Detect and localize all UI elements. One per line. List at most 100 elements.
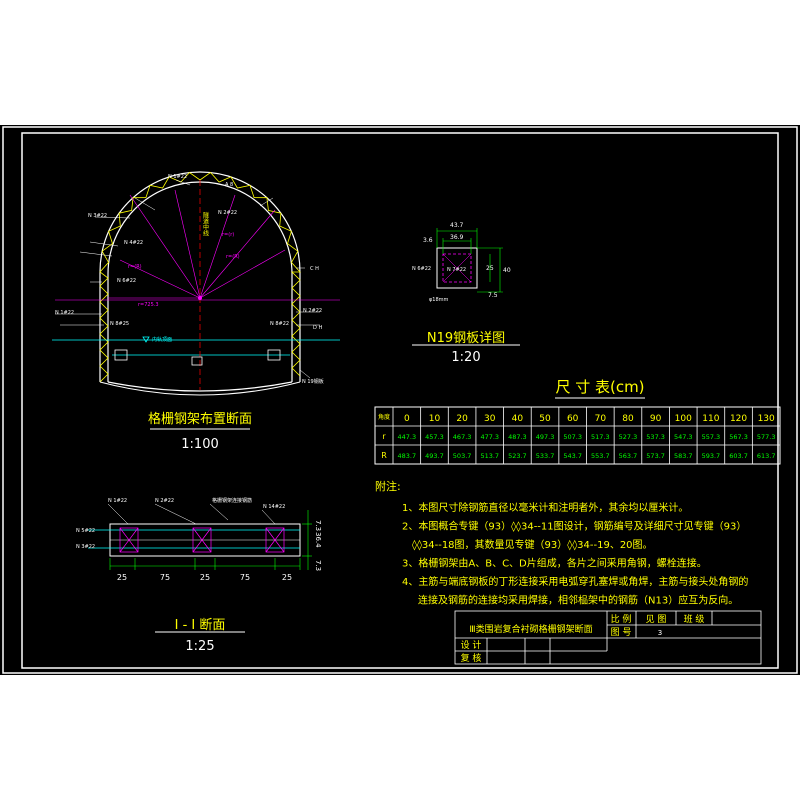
size-table-cell: 547.3 bbox=[674, 433, 693, 441]
plate-label-in: N 7#22 bbox=[447, 267, 466, 273]
label-left-low2: N 8#25 bbox=[110, 321, 129, 327]
outer-frame bbox=[2, 126, 798, 674]
size-table-cell: 583.7 bbox=[674, 452, 693, 460]
plate-detail-title: N19钢板详图 bbox=[427, 331, 505, 346]
section-ii-dim-right-top: 7.3 bbox=[314, 520, 322, 531]
size-table-cell: 613.7 bbox=[757, 452, 776, 460]
tunnel-section-scale: 1:100 bbox=[181, 437, 218, 452]
section-ii-right-dims: 7.3 36.4 7.3 bbox=[314, 520, 322, 571]
tunnel-labels: N 1#22 A 8 N 3#22 N 2#22 N 4#22 N 6#22 N… bbox=[55, 174, 324, 385]
section-ii-scale: 1:25 bbox=[185, 639, 214, 654]
size-table-col-header: 30 bbox=[484, 414, 496, 424]
section-ii-label-5: N 5#22 bbox=[76, 528, 95, 534]
label-left-mid1: N 4#22 bbox=[124, 240, 143, 246]
section-ii-dim-1: 25 bbox=[117, 573, 127, 582]
title-block-scale-label: 比 例 bbox=[611, 613, 632, 625]
title-block-text: Ⅲ类围岩复合衬砌格栅钢架断面 比 例 见 图 班 级 图 号 3 设 计 复 核 bbox=[461, 613, 705, 664]
notes-heading: 附注: bbox=[375, 479, 401, 493]
size-table-cell: 503.7 bbox=[453, 452, 472, 460]
section-ii-label-1: N 1#22 bbox=[108, 498, 127, 504]
plate-labels: 43.7 36.9 3.6 25 40 7.5 N 7#22 N 6#22 φ1… bbox=[412, 222, 511, 303]
notes-line: 3、格栅钢架由A、B、C、D片组成，各片之间采用角钢，螺栓连接。 bbox=[402, 557, 707, 570]
size-table-cell: 507.3 bbox=[563, 433, 582, 441]
size-table-cell: 493.7 bbox=[425, 452, 444, 460]
center-drain bbox=[191, 356, 203, 366]
plate-detail bbox=[412, 228, 520, 346]
size-table-col-header: 0 bbox=[404, 414, 410, 424]
size-table-col-header: 100 bbox=[675, 414, 692, 424]
size-table-cell: 517.3 bbox=[591, 433, 610, 441]
section-ii-dim-lines bbox=[109, 510, 312, 570]
title-block-checker-label: 复 核 bbox=[461, 652, 482, 664]
section-ii-title: I - I 断面 bbox=[175, 618, 226, 633]
plate-inner bbox=[442, 253, 472, 283]
label-left-low: N 1#22 bbox=[55, 310, 74, 316]
size-table-row-label: r bbox=[382, 432, 386, 441]
label-bottom-right: N 19钢板 bbox=[302, 378, 324, 385]
title-block-drawing-no-label: 图 号 bbox=[611, 627, 632, 638]
section-ii-dim-4: 75 bbox=[240, 573, 250, 582]
size-table-cell: 523.7 bbox=[508, 452, 527, 460]
title-block-grid bbox=[454, 610, 762, 665]
leader-lines bbox=[55, 179, 320, 379]
size-table-col-header: 80 bbox=[622, 414, 634, 424]
plate-dim-bottom: 7.5 bbox=[488, 292, 498, 299]
section-ii bbox=[88, 503, 312, 633]
label-left-mid2: N 6#22 bbox=[117, 278, 136, 284]
title-block-drawing-no: 3 bbox=[658, 629, 662, 637]
inner-frame bbox=[21, 132, 779, 669]
section-ii-dim-3: 25 bbox=[200, 573, 210, 582]
size-table-cell: 457.3 bbox=[425, 433, 444, 441]
drawing-title: Ⅲ类围岩复合衬砌格栅钢架断面 bbox=[469, 623, 592, 635]
size-table-cell: 497.3 bbox=[536, 433, 555, 441]
notes-line: 连接及钢筋的连接均采用焊接，相邻榀架中的钢筋（N13）应互为反向。 bbox=[418, 594, 738, 607]
size-table-cell: 527.3 bbox=[619, 433, 638, 441]
size-table-cell: 513.7 bbox=[480, 452, 499, 460]
notes-line: 4、主筋与端底钢板的丁形连接采用电弧穿孔塞焊或角焊，主筋与接头处角钢的 bbox=[402, 575, 748, 588]
notes-line: 2、本图概合专键（93）◊◊34--11图设计，钢筋编号及详细尺寸见专键（93） bbox=[402, 520, 746, 533]
label-radius2: r=(R) bbox=[128, 264, 142, 270]
section-ii-labels: N 1#22 N 2#22 格栅钢架连接钢筋 N 14#22 N 5#22 N … bbox=[76, 497, 285, 550]
size-table-cell: 567.3 bbox=[729, 433, 748, 441]
size-table-cell: 557.3 bbox=[702, 433, 721, 441]
size-table-cell: 537.3 bbox=[646, 433, 665, 441]
size-table-col-header: 70 bbox=[595, 414, 607, 424]
size-table-cell: 577.3 bbox=[757, 433, 776, 441]
title-block-designer-label: 设 计 bbox=[461, 639, 482, 651]
title-block-class-label: 班 级 bbox=[684, 613, 705, 625]
level-mark bbox=[142, 336, 150, 343]
right-foot-plate bbox=[267, 349, 281, 361]
plate-dim-right1: 25 bbox=[486, 265, 494, 272]
title-block-scale-value: 见 图 bbox=[646, 614, 667, 625]
size-table-cell: 603.7 bbox=[729, 452, 748, 460]
label-ang-a: A 8 bbox=[225, 182, 233, 188]
size-table-cell: 563.7 bbox=[619, 452, 638, 460]
invert-outer bbox=[99, 381, 301, 396]
arch-center-point bbox=[198, 296, 202, 300]
size-table-cell: 533.7 bbox=[536, 452, 555, 460]
size-table-col-header: 50 bbox=[539, 414, 551, 424]
plate-detail-scale: 1:20 bbox=[451, 350, 480, 365]
size-table-col-header: 110 bbox=[702, 414, 719, 424]
size-table-col-header: 40 bbox=[512, 414, 524, 424]
plate-label-bottom: φ18mm bbox=[429, 297, 449, 303]
size-table-col-header: 120 bbox=[730, 414, 747, 424]
label-left-top: N 3#22 bbox=[88, 213, 107, 219]
plate-dim-top1: 43.7 bbox=[450, 222, 464, 229]
size-table-col-header: 60 bbox=[567, 414, 579, 424]
size-table-title: 尺 寸 表(cm) bbox=[555, 378, 644, 396]
size-table-row-label: R bbox=[381, 451, 387, 460]
plate-dim-top2: 36.9 bbox=[450, 234, 464, 241]
size-table-cell: 553.7 bbox=[591, 452, 610, 460]
label-radius1: r=725.3 bbox=[138, 302, 159, 308]
section-ii-label-4: N 14#22 bbox=[263, 504, 285, 510]
section-ii-label-2: N 2#22 bbox=[155, 498, 174, 504]
size-table-cell: 477.3 bbox=[480, 433, 499, 441]
size-table-cell: 487.3 bbox=[508, 433, 527, 441]
size-table-col-header: 20 bbox=[456, 414, 468, 424]
section-ii-dim-right-bottom: 7.3 bbox=[314, 560, 322, 571]
size-table-cell: 543.7 bbox=[563, 452, 582, 460]
section-ii-label-6: N 3#22 bbox=[76, 544, 95, 550]
